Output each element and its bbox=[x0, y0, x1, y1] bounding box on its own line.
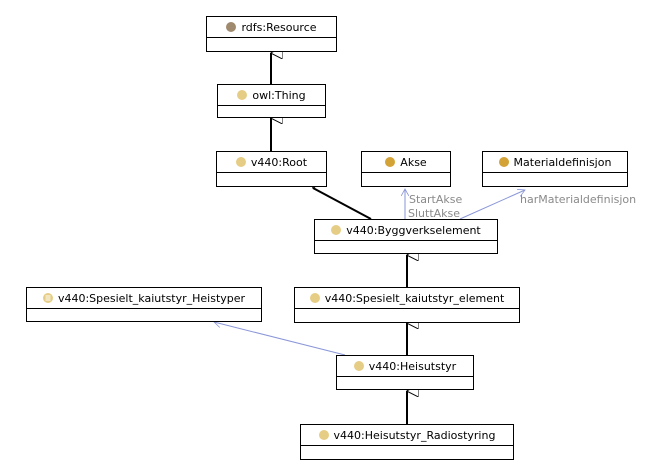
edge-byggverk-to-root bbox=[313, 188, 372, 220]
class-header: Akse bbox=[362, 152, 450, 173]
class-akse[interactable]: Akse bbox=[361, 151, 451, 187]
class-header: rdfs:Resource bbox=[207, 17, 336, 38]
class-label: v440:Spesielt_kaiutstyr_element bbox=[324, 291, 505, 305]
class-owl-thing[interactable]: owl:Thing bbox=[217, 84, 326, 118]
class-dot-icon bbox=[498, 157, 509, 167]
class-header: v440:Root bbox=[217, 152, 326, 173]
edge-label-startakse: StartAkse bbox=[409, 193, 463, 206]
class-label: Akse bbox=[400, 155, 427, 169]
edge-heisutstyr-to-heistyper bbox=[214, 322, 346, 356]
class-label: rdfs:Resource bbox=[241, 20, 317, 34]
resource-dot-icon bbox=[226, 22, 237, 32]
class-label: v440:Heisutstyr bbox=[368, 359, 457, 373]
class-dot-icon bbox=[309, 293, 320, 303]
class-label: owl:Thing bbox=[252, 88, 306, 102]
edge-harmaterialdefinisjon bbox=[459, 190, 525, 220]
class-header: v440:Byggverkselement bbox=[315, 220, 497, 241]
class-dot-icon bbox=[353, 361, 364, 371]
class-rdfs-resource[interactable]: rdfs:Resource bbox=[206, 16, 337, 52]
class-header: Materialdefinisjon bbox=[483, 152, 627, 173]
class-header: v440:Heisutstyr bbox=[337, 356, 473, 377]
class-label: v440:Spesielt_kaiutstyr_Heistyper bbox=[57, 291, 246, 305]
class-materialdefinisjon[interactable]: Materialdefinisjon bbox=[482, 151, 628, 187]
class-label: v440:Root bbox=[250, 155, 308, 169]
class-label: Materialdefinisjon bbox=[513, 155, 612, 169]
enum-list-icon bbox=[42, 293, 53, 303]
class-dot-icon bbox=[237, 90, 248, 100]
class-v440-spesielt-kaiutstyr-heistyper[interactable]: v440:Spesielt_kaiutstyr_Heistyper bbox=[26, 287, 262, 322]
class-label: v440:Byggverkselement bbox=[346, 223, 481, 237]
class-header: v440:Heisutstyr_Radiostyring bbox=[301, 425, 513, 446]
class-dot-icon bbox=[235, 157, 246, 167]
class-v440-spesielt-kaiutstyr-element[interactable]: v440:Spesielt_kaiutstyr_element bbox=[294, 287, 520, 323]
class-dot-icon bbox=[331, 225, 342, 235]
edge-label-harmaterialdefinisjon: harMaterialdefinisjon bbox=[520, 193, 637, 206]
class-header: v440:Spesielt_kaiutstyr_element bbox=[295, 288, 519, 309]
class-dot-icon bbox=[385, 157, 396, 167]
class-v440-heisutstyr[interactable]: v440:Heisutstyr bbox=[336, 355, 474, 390]
edge-label-sluttakse: SluttAkse bbox=[408, 207, 461, 220]
class-header: v440:Spesielt_kaiutstyr_Heistyper bbox=[27, 288, 261, 309]
class-header: owl:Thing bbox=[218, 85, 325, 106]
inheritance-edges bbox=[270, 53, 407, 424]
class-dot-icon bbox=[318, 430, 329, 440]
class-v440-root[interactable]: v440:Root bbox=[216, 151, 327, 187]
association-edges bbox=[214, 189, 525, 356]
class-v440-byggverkselement[interactable]: v440:Byggverkselement bbox=[314, 219, 498, 254]
class-v440-heisutstyr-radiostyring[interactable]: v440:Heisutstyr_Radiostyring bbox=[300, 424, 514, 460]
class-label: v440:Heisutstyr_Radiostyring bbox=[333, 428, 496, 442]
